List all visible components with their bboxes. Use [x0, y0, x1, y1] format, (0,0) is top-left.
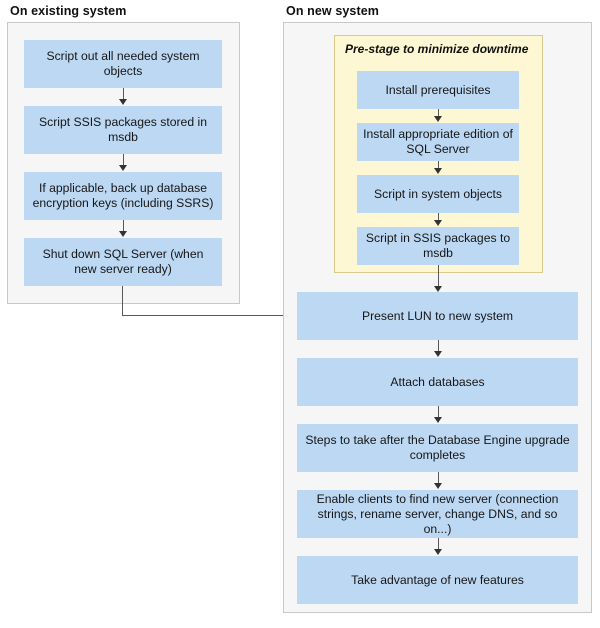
arrow-new-3-to-4: [433, 472, 444, 490]
node-script-ssis-packages[interactable]: Script SSIS packages stored in msdb: [24, 106, 222, 154]
panel-label-existing-system: On existing system: [10, 4, 127, 18]
arrow-prestage-to-present-lun: [433, 265, 444, 293]
node-label: Install appropriate edition of SQL Serve…: [363, 127, 513, 156]
node-label: Script in system objects: [373, 186, 502, 201]
arrow-new-2-to-3: [433, 406, 444, 424]
node-label: Enable clients to find new server (conne…: [316, 491, 559, 536]
prestage-title: Pre-stage to minimize downtime: [345, 42, 529, 56]
node-install-sql-server-edition[interactable]: Install appropriate edition of SQL Serve…: [357, 123, 519, 161]
arrow-existing-3-to-4: [118, 220, 129, 238]
node-label: Take advantage of new features: [351, 572, 524, 587]
node-script-out-system-objects[interactable]: Script out all needed system objects: [24, 40, 222, 88]
node-label: Present LUN to new system: [361, 308, 514, 323]
connector-horizontal-segment: [122, 315, 285, 317]
node-label: Script out all needed system objects: [46, 49, 200, 78]
node-install-prerequisites[interactable]: Install prerequisites: [357, 71, 519, 109]
node-label: If applicable, back up database encrypti…: [32, 181, 214, 210]
arrow-prestage-3-to-4: [433, 213, 444, 227]
arrow-new-1-to-2: [433, 340, 444, 358]
node-post-upgrade-steps[interactable]: Steps to take after the Database Engine …: [297, 424, 578, 472]
panel-label-new-system: On new system: [286, 4, 379, 18]
node-present-lun[interactable]: Present LUN to new system: [297, 292, 578, 340]
node-enable-clients[interactable]: Enable clients to find new server (conne…: [297, 490, 578, 538]
arrow-existing-1-to-2: [118, 88, 129, 106]
node-script-in-system-objects[interactable]: Script in system objects: [357, 175, 519, 213]
node-label: Script SSIS packages stored in msdb: [38, 115, 207, 144]
node-back-up-encryption-keys[interactable]: If applicable, back up database encrypti…: [24, 172, 222, 220]
node-label: Shut down SQL Server (when new server re…: [42, 247, 204, 276]
node-label: Attach databases: [390, 374, 485, 389]
node-label: Install prerequisites: [385, 82, 491, 97]
node-shut-down-sql-server[interactable]: Shut down SQL Server (when new server re…: [24, 238, 222, 286]
node-take-advantage-features[interactable]: Take advantage of new features: [297, 556, 578, 604]
node-label: Steps to take after the Database Engine …: [305, 433, 570, 462]
arrow-new-4-to-5: [433, 538, 444, 556]
arrow-prestage-1-to-2: [433, 109, 444, 123]
arrow-prestage-2-to-3: [433, 161, 444, 175]
connector-vertical-segment: [122, 286, 124, 316]
node-script-in-ssis-packages[interactable]: Script in SSIS packages to msdb: [357, 227, 519, 265]
arrow-existing-2-to-3: [118, 154, 129, 172]
node-label: Script in SSIS packages to msdb: [365, 231, 511, 260]
node-attach-databases[interactable]: Attach databases: [297, 358, 578, 406]
